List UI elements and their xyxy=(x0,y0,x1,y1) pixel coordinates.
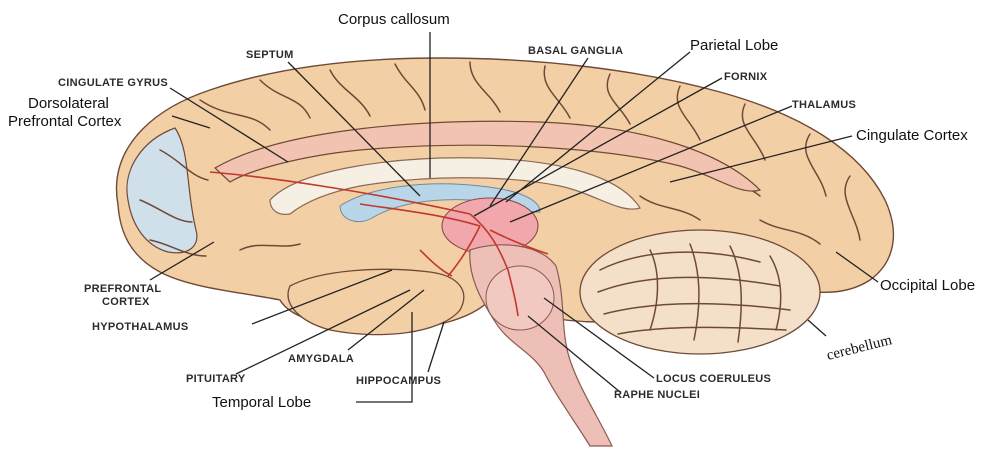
label-dorsolateral-line1: Dorsolateral xyxy=(28,95,109,112)
temporal-lobe-body xyxy=(288,269,464,334)
label-fornix: FORNIX xyxy=(724,71,768,83)
label-cingulate-gyrus: CINGULATE GYRUS xyxy=(58,77,168,89)
label-pituitary: PITUITARY xyxy=(186,373,246,385)
label-septum: SEPTUM xyxy=(246,49,294,61)
label-locus-coeruleus: LOCUS COERULEUS xyxy=(656,373,771,385)
label-hippocampus: HIPPOCAMPUS xyxy=(356,375,441,387)
label-temporal-lobe: Temporal Lobe xyxy=(212,394,311,411)
label-cerebellum: cerebellum xyxy=(825,332,894,364)
label-amygdala: AMYGDALA xyxy=(288,353,354,365)
label-dorsolateral-line2: Prefrontal Cortex xyxy=(8,113,122,130)
label-prefrontal-line1: PREFRONTAL xyxy=(84,283,161,295)
label-prefrontal-line2: CORTEX xyxy=(102,296,150,308)
leader-hippocampus xyxy=(428,322,444,372)
brain-illustration xyxy=(117,58,894,446)
label-parietal-lobe: Parietal Lobe xyxy=(690,37,778,54)
label-hypothalamus: HYPOTHALAMUS xyxy=(92,321,189,333)
label-occipital-lobe: Occipital Lobe xyxy=(880,277,975,294)
label-thalamus: THALAMUS xyxy=(792,99,856,111)
label-raphe-nuclei: RAPHE NUCLEI xyxy=(614,389,700,401)
label-basal-ganglia: BASAL GANGLIA xyxy=(528,45,623,57)
leader-cerebellum xyxy=(808,320,826,336)
pons xyxy=(486,266,554,330)
label-corpus-callosum: Corpus callosum xyxy=(338,11,450,28)
cerebellum-body xyxy=(580,230,820,354)
label-cingulate-cortex: Cingulate Cortex xyxy=(856,127,968,144)
